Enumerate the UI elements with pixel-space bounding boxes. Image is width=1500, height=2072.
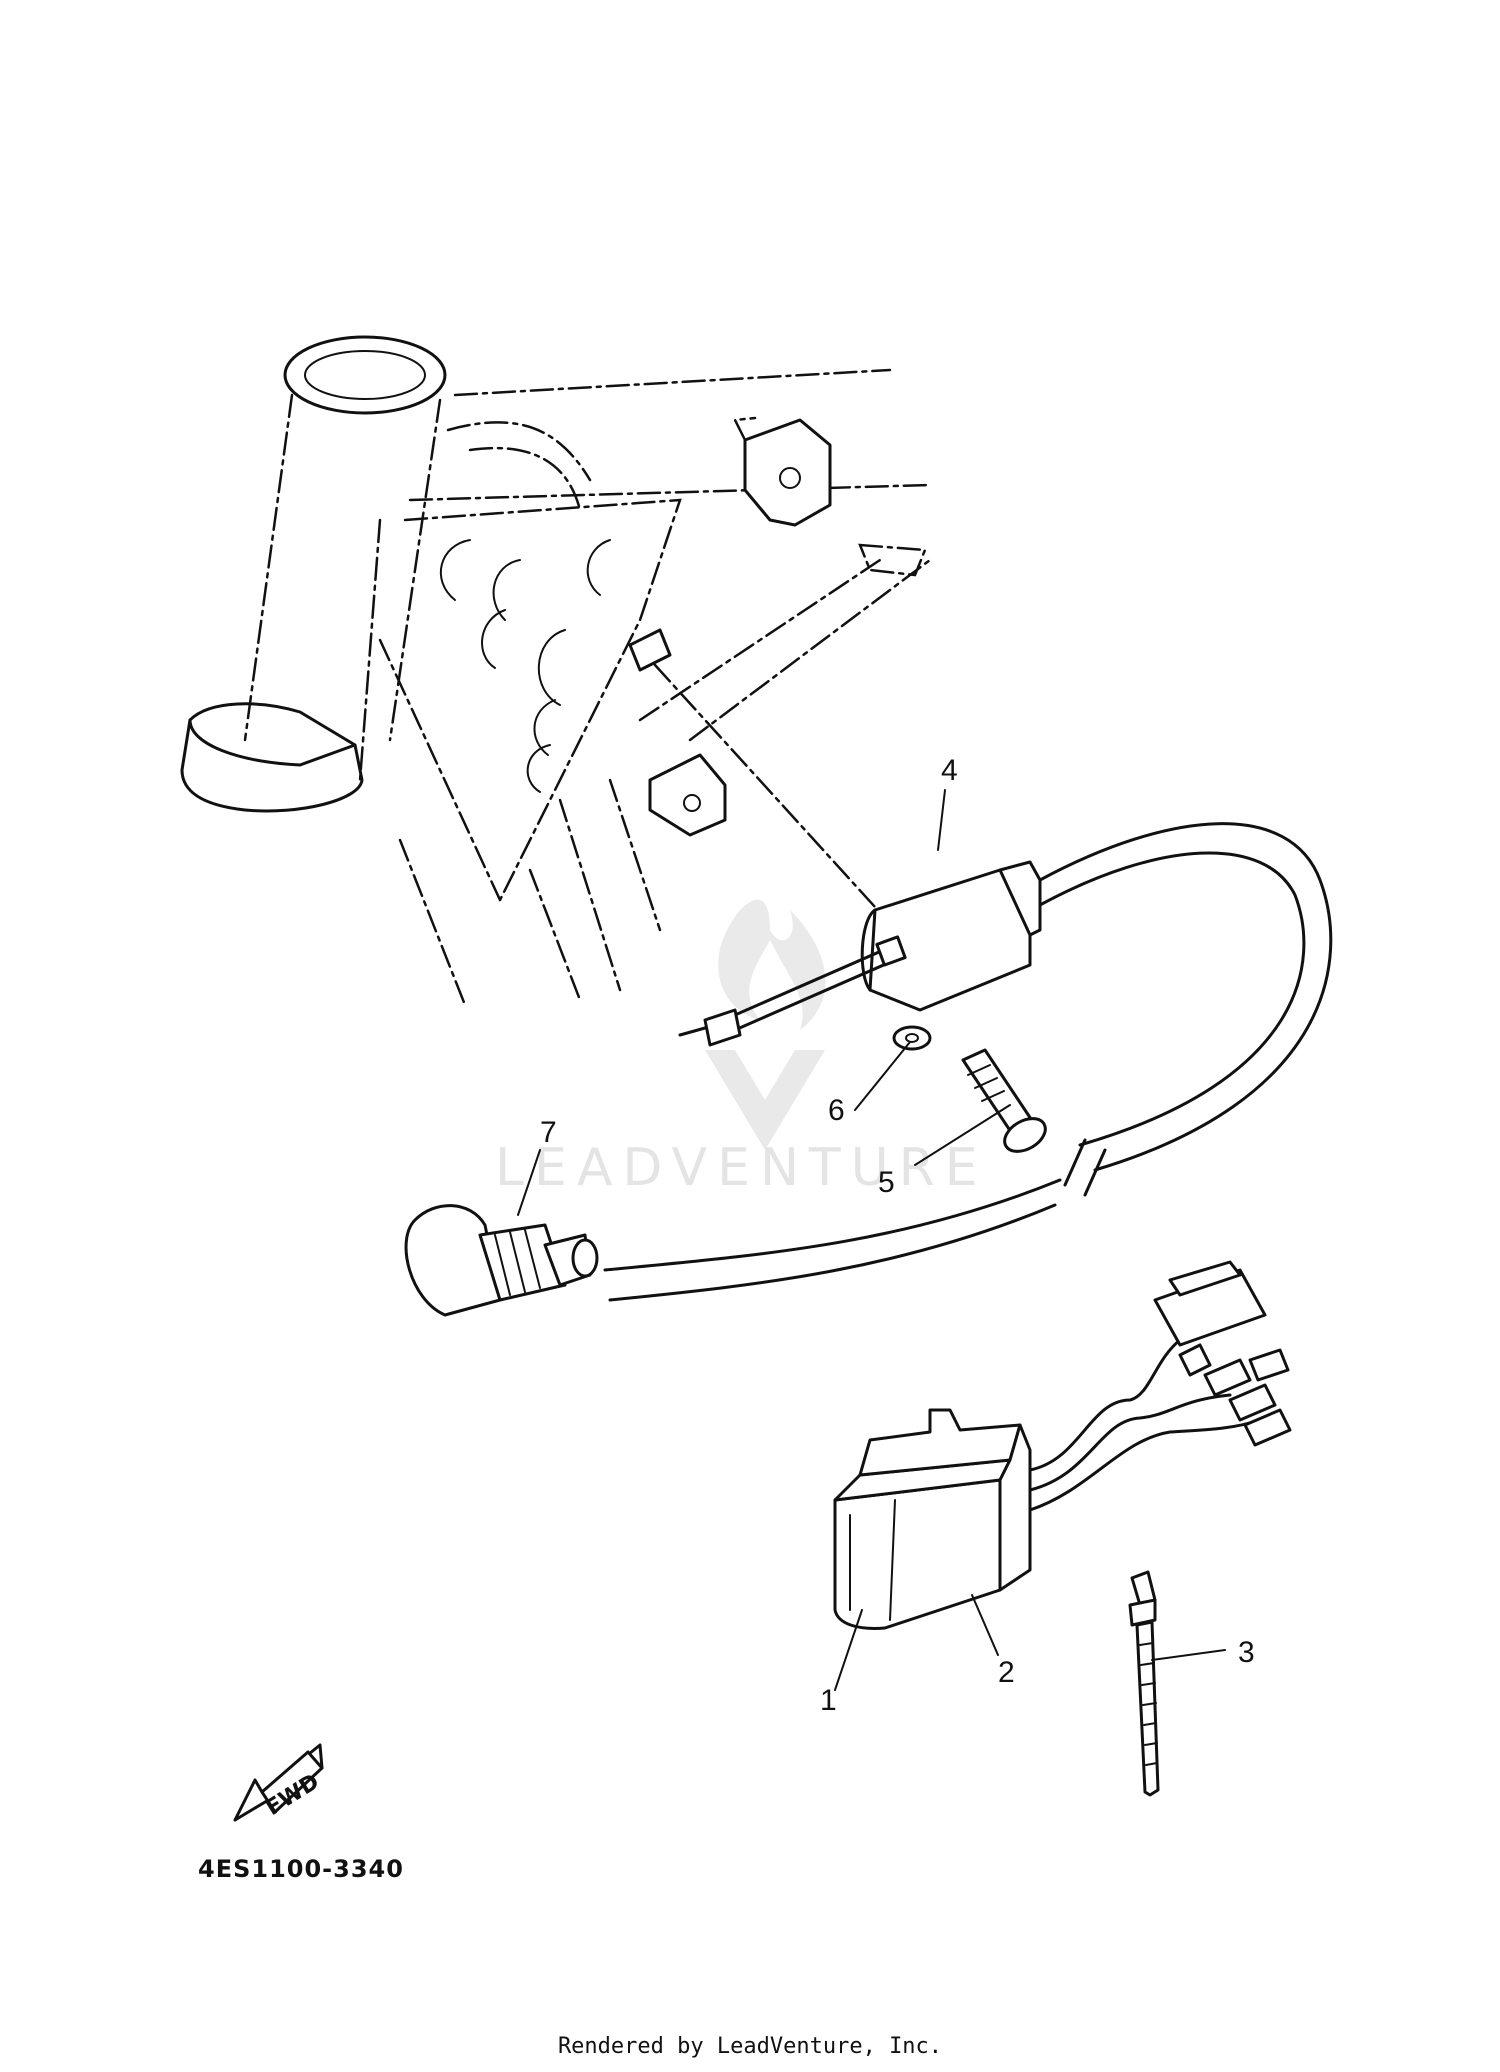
frame-outline [180,335,932,1007]
cdi-wire-upper [1028,1338,1182,1472]
mounting-bolt [961,1048,1047,1153]
callout-7: 7 [540,1116,557,1149]
lower-mount-bracket [648,753,727,837]
forward-arrow-icon: FWD [233,1743,324,1822]
bullet-connector-2 [1228,1383,1277,1422]
ground-terminal [703,1008,742,1047]
callout-leaders [517,789,1226,1691]
bullet-connector-3 [1243,1408,1292,1447]
ignition-coil [603,822,1333,1302]
cdi-unit-body [833,1478,1002,1630]
cable-tie [1128,1570,1160,1797]
spark-plug-cap [404,1204,599,1317]
ht-lead-outer [1038,822,1333,1172]
bullet-connector-1 [1203,1358,1252,1397]
ht-lead-inner [1038,851,1306,1147]
washer [892,1025,932,1051]
watermark-text: LEADVENTURE [495,1138,988,1198]
render-credit: Rendered by LeadVenture, Inc. [557,2034,943,2059]
callout-2: 2 [998,1656,1015,1689]
callout-labels: 1 2 3 4 5 6 7 [540,754,1255,1717]
diagram-part-code: 4ES1100-3340 [198,1855,404,1883]
head-tube-collar [180,718,364,813]
cdi-wire-lower [1028,1418,1262,1512]
watermark: LEADVENTURE [495,899,988,1198]
cdi-holder-side [998,1423,1032,1592]
head-tube-top [283,335,447,415]
head-tube-bore [304,350,426,400]
callout-4: 4 [941,754,958,787]
cdi-wire-middle [1028,1393,1232,1492]
callout-1: 1 [820,1684,837,1717]
callout-3: 3 [1238,1636,1255,1669]
upper-mount-bracket [743,418,832,527]
assembly-leader-coil [653,663,907,942]
ground-wire [733,943,897,1017]
coil-mount-tab [628,628,672,672]
callout-5: 5 [878,1166,895,1199]
cdi-unit [833,1260,1292,1630]
callout-6: 6 [828,1094,845,1127]
